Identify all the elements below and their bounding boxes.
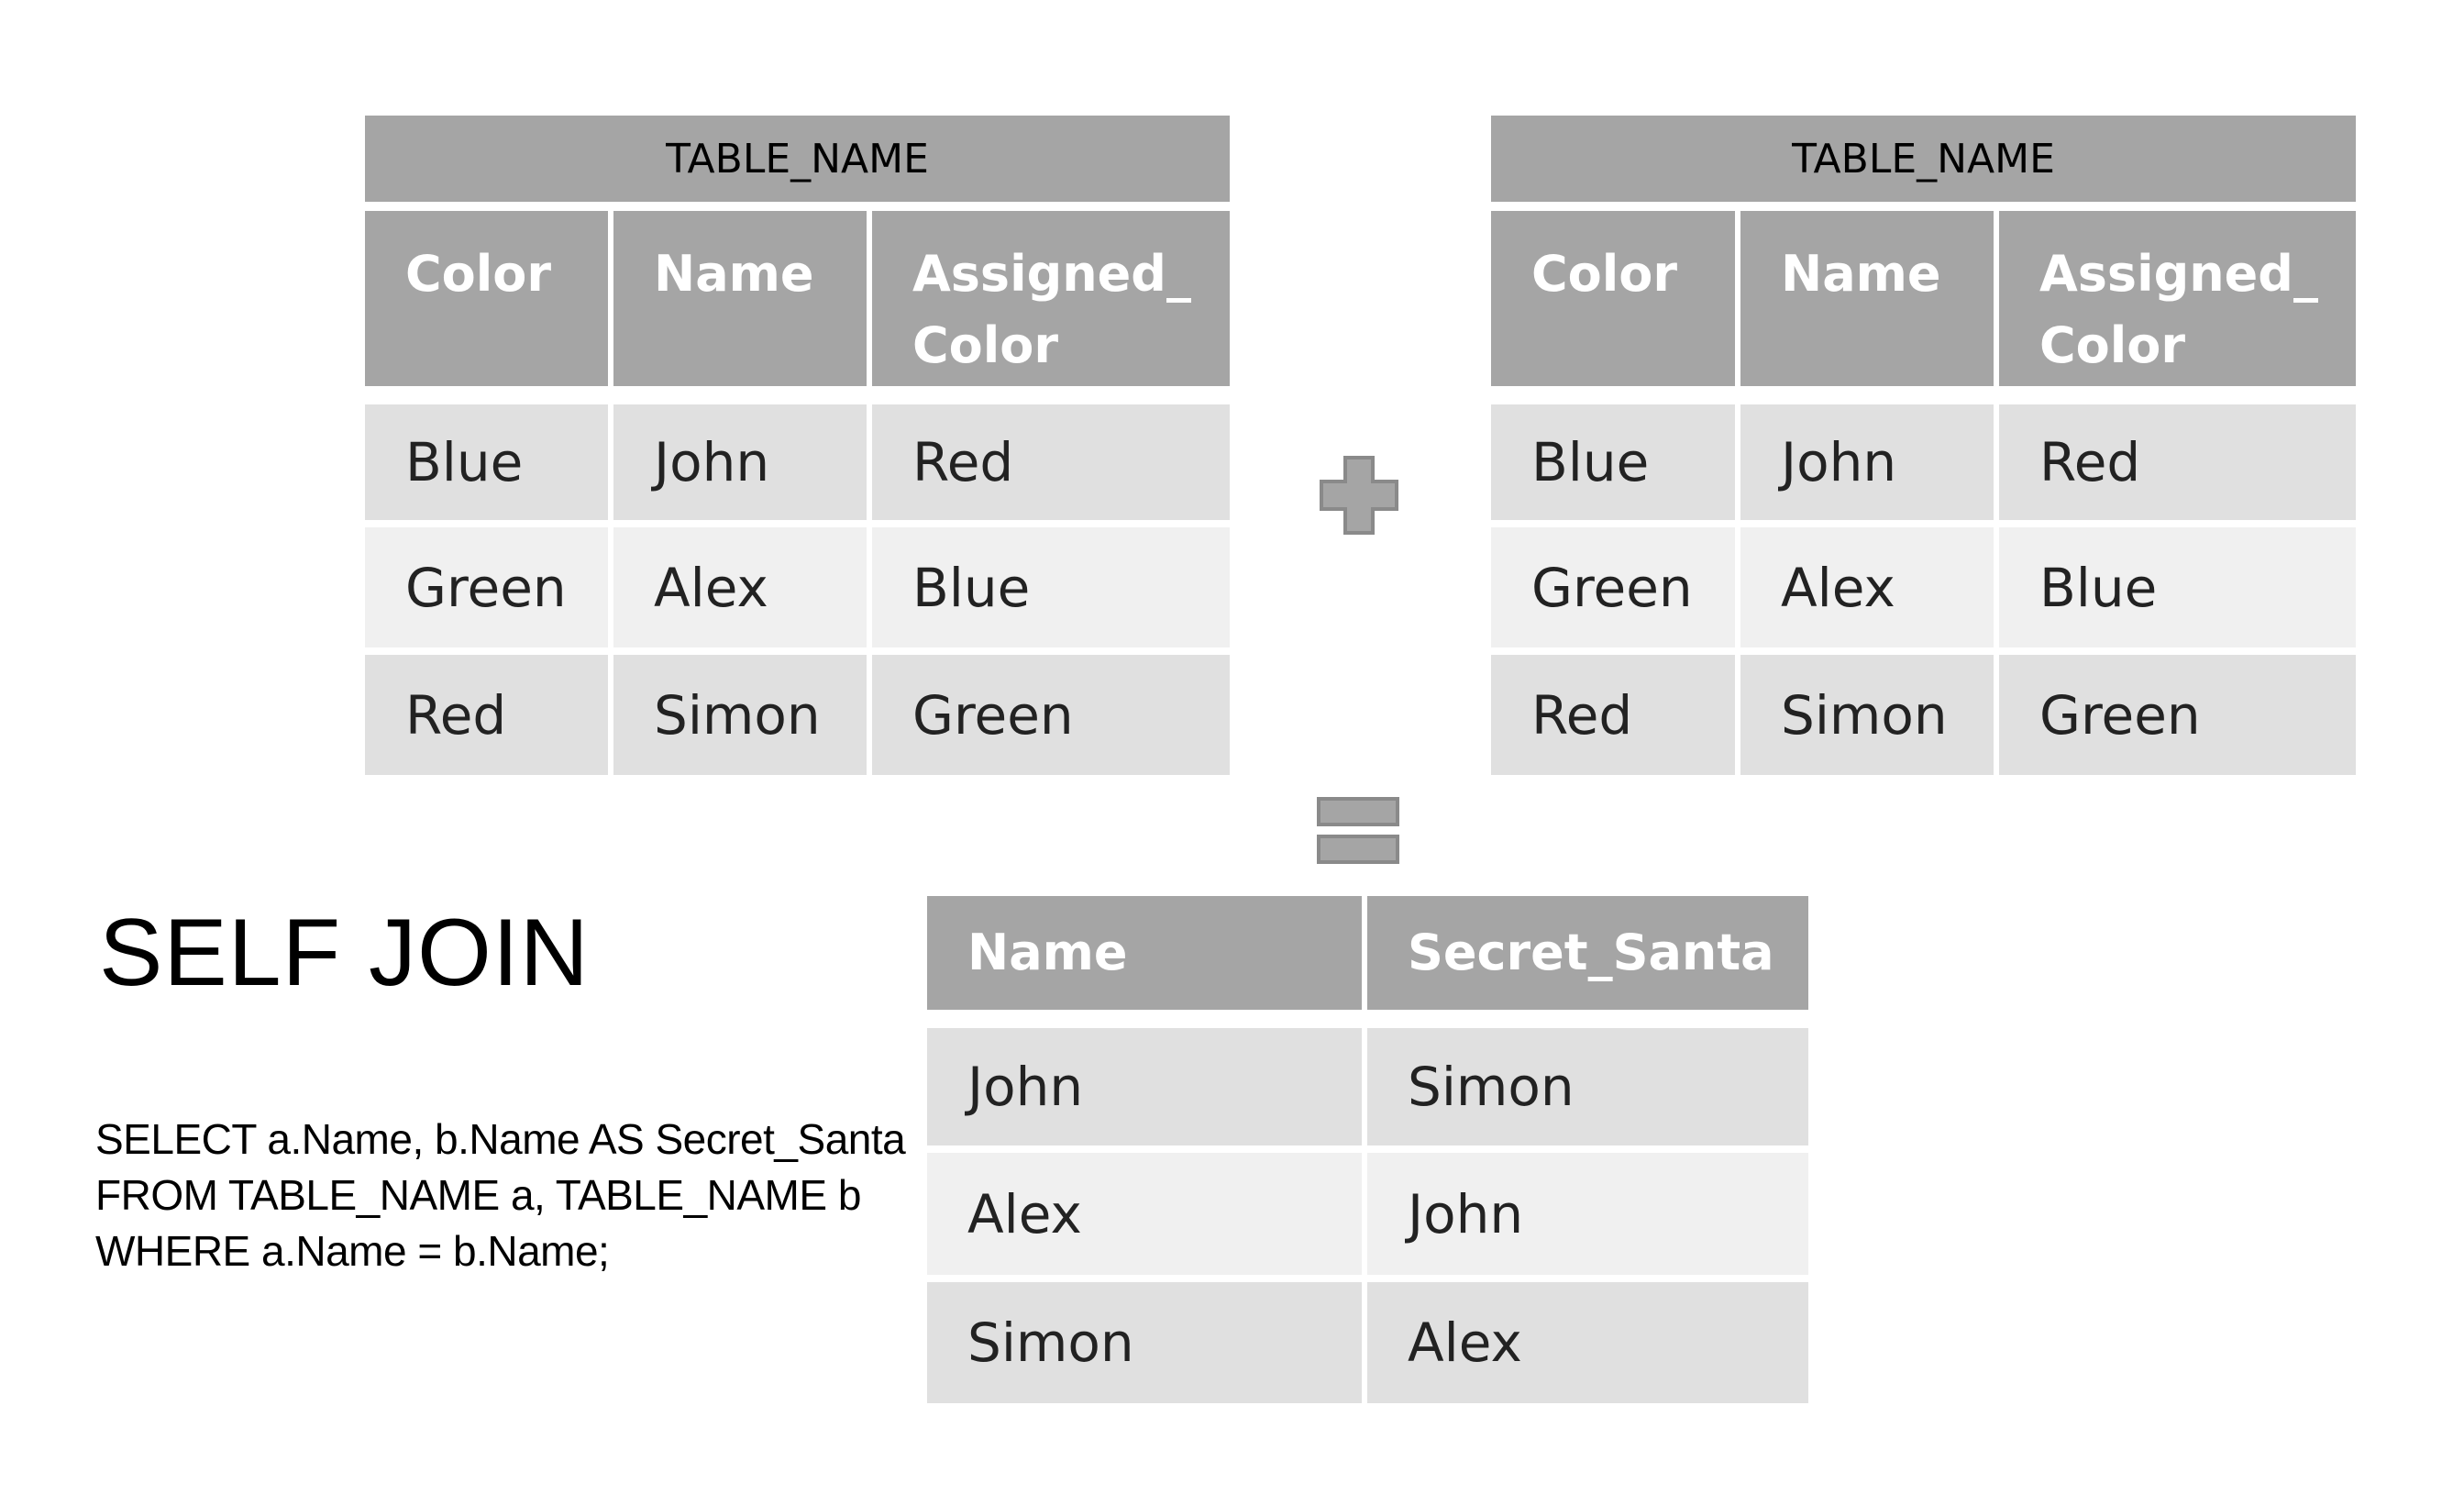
right-header-assigned-color: Assigned_ Color	[1999, 211, 2356, 386]
table-cell: Alex	[1740, 527, 1994, 647]
sql-line: SELECT a.Name, b.Name AS Secret_Santa	[95, 1115, 906, 1163]
left-table-title: TABLE_NAME	[365, 116, 1230, 202]
right-table-title: TABLE_NAME	[1491, 116, 2356, 202]
result-header-name: Name	[927, 896, 1362, 1010]
table-cell: Simon	[927, 1282, 1362, 1403]
table-cell: John	[927, 1028, 1362, 1145]
table-cell: Green	[872, 655, 1230, 775]
table-cell: Alex	[927, 1153, 1362, 1275]
left-header-assigned-color: Assigned_ Color	[872, 211, 1230, 386]
left-header-name: Name	[613, 211, 867, 386]
right-header-name: Name	[1740, 211, 1994, 386]
table-cell: Red	[365, 655, 608, 775]
table-cell: Simon	[1740, 655, 1994, 775]
table-cell: Blue	[872, 527, 1230, 647]
table-cell: Blue	[1491, 404, 1735, 520]
table-cell: John	[1740, 404, 1994, 520]
table-cell: Green	[1491, 527, 1735, 647]
table-cell: John	[613, 404, 867, 520]
table-cell: Blue	[1999, 527, 2356, 647]
table-cell: Alex	[613, 527, 867, 647]
sql-query: SELECT a.Name, b.Name AS Secret_Santa FR…	[95, 1112, 906, 1279]
sql-line: WHERE a.Name = b.Name;	[95, 1227, 610, 1275]
table-cell: Green	[365, 527, 608, 647]
equals-icon	[1317, 797, 1399, 864]
table-cell: John	[1367, 1153, 1808, 1275]
result-header-secret-santa: Secret_Santa	[1367, 896, 1808, 1010]
right-header-assigned-color-text: Assigned_ Color	[2039, 245, 2318, 374]
plus-icon	[1320, 456, 1398, 535]
left-header-color: Color	[365, 211, 608, 386]
left-header-assigned-color-text: Assigned_ Color	[912, 245, 1191, 374]
table-cell: Alex	[1367, 1282, 1808, 1403]
table-cell: Simon	[1367, 1028, 1808, 1145]
table-cell: Red	[872, 404, 1230, 520]
table-cell: Simon	[613, 655, 867, 775]
table-cell: Blue	[365, 404, 608, 520]
table-cell: Red	[1999, 404, 2356, 520]
table-cell: Red	[1491, 655, 1735, 775]
page-title: SELF JOIN	[99, 900, 590, 1006]
right-header-color: Color	[1491, 211, 1735, 386]
sql-line: FROM TABLE_NAME a, TABLE_NAME b	[95, 1171, 861, 1219]
table-cell: Green	[1999, 655, 2356, 775]
